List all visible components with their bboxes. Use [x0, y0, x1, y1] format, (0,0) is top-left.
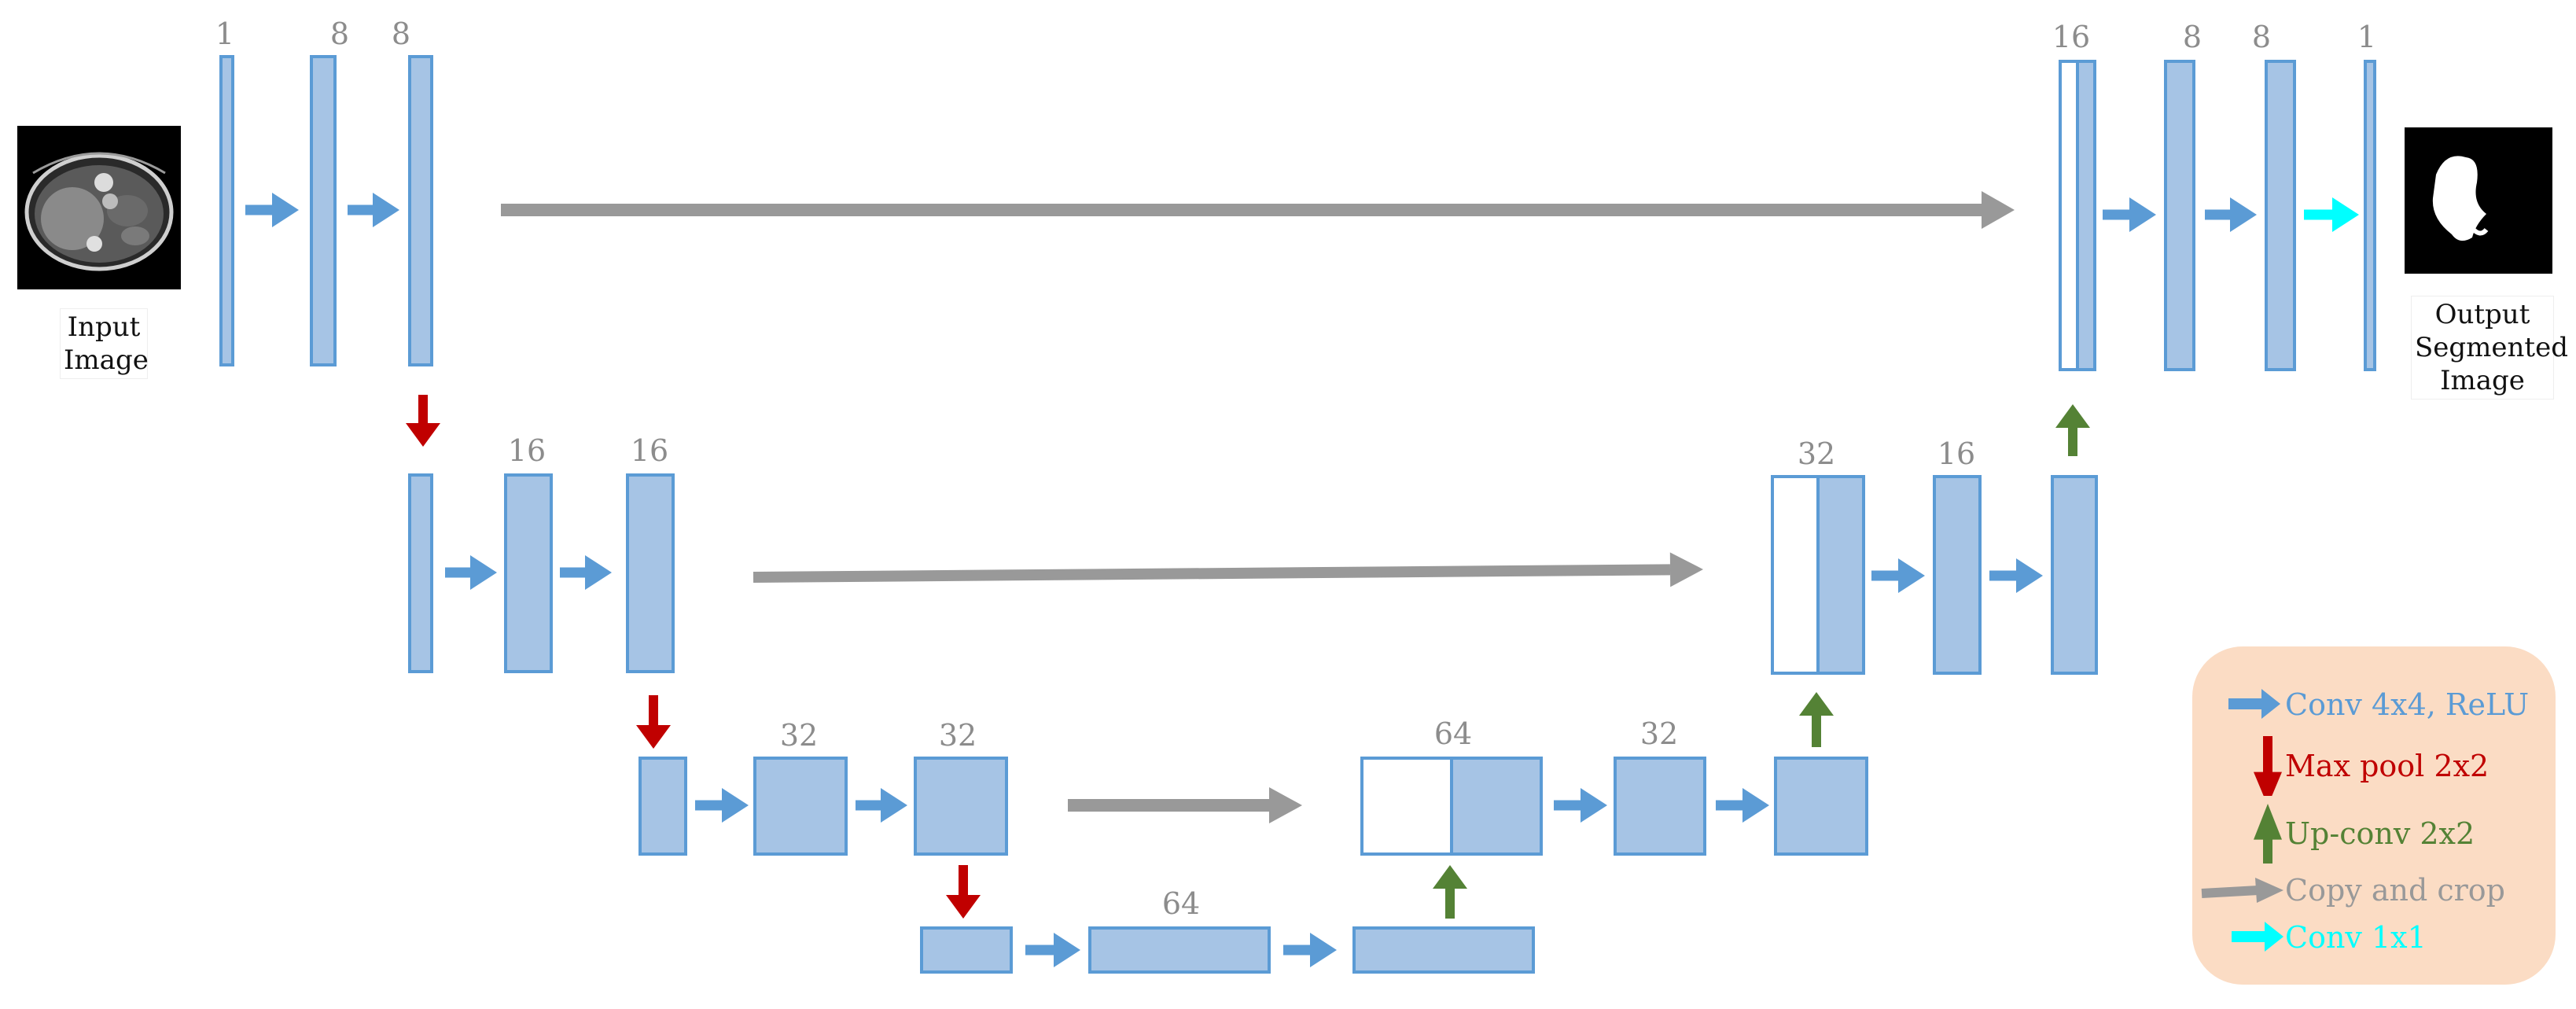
maxpool-arrow-3: [946, 865, 981, 919]
dec2-copied-block: [1771, 475, 1820, 675]
conv-arrow-enc3-2: [856, 788, 907, 823]
dec3-block-2: [1614, 757, 1706, 856]
channel-label-enc3-b: 32: [938, 718, 977, 753]
copy-crop-arrow-level1: [501, 191, 2015, 229]
enc2-block-2: [504, 473, 553, 673]
dec3-block-1: [1450, 757, 1543, 856]
legend-item-conv1x1: Conv 1x1: [2192, 914, 2556, 961]
bottleneck-block-1: [920, 926, 1013, 974]
dec3-copied-block: [1360, 757, 1453, 856]
copy-crop-arrow-icon: [2201, 878, 2283, 903]
channel-label-bottleneck: 64: [1161, 886, 1201, 921]
legend-label-upconv: Up-conv 2x2: [2285, 816, 2475, 851]
channel-label-enc1-c: 8: [391, 17, 411, 51]
down-arrow-icon: [2254, 736, 2282, 796]
input-caption: Input Image: [60, 308, 149, 379]
channel-label-dec1-b: 8: [2182, 20, 2202, 54]
enc3-block-3: [914, 757, 1008, 856]
conv-arrow-dec1-1: [2103, 197, 2156, 232]
channel-label-dec1-c: 8: [2251, 20, 2272, 54]
output-caption-line-1: Output: [2434, 299, 2530, 330]
enc3-block-1: [638, 757, 687, 856]
legend-label-maxpool: Max pool 2x2: [2285, 749, 2490, 783]
input-caption-line-1: Input: [67, 311, 141, 343]
enc1-block-2: [310, 55, 337, 366]
conv-arrow-bottleneck-1: [1025, 933, 1080, 967]
dec1-copied-block: [2059, 60, 2079, 371]
channel-label-dec3-b: 32: [1639, 716, 1679, 751]
conv-arrow-dec1-2: [2205, 197, 2257, 232]
conv-arrow-icon: [2228, 689, 2280, 719]
legend-label-conv: Conv 4x4, ReLU: [2285, 687, 2530, 722]
input-caption-line-2: Image: [64, 344, 149, 376]
conv-arrow-dec2-2: [1989, 558, 2043, 593]
legend: Conv 4x4, ReLU Max pool 2x2 Up-conv 2x2 …: [2192, 646, 2556, 985]
conv-arrow-dec3-2: [1716, 788, 1769, 823]
legend-item-maxpool: Max pool 2x2: [2192, 736, 2556, 796]
maxpool-arrow-2: [636, 695, 671, 749]
legend-label-conv1x1: Conv 1x1: [2285, 920, 2427, 955]
dec2-block-1: [1816, 475, 1865, 675]
enc2-block-3: [626, 473, 675, 673]
legend-label-copy: Copy and crop: [2285, 873, 2506, 908]
conv-arrow-enc1-2: [348, 193, 399, 227]
channel-label-dec3-a: 64: [1433, 716, 1473, 751]
dec2-block-2: [1933, 475, 1982, 675]
conv-arrow-enc2-2: [560, 555, 612, 590]
output-caption: Output Segmented Image: [2411, 296, 2568, 400]
channel-label-dec1-d: 1: [2357, 20, 2377, 54]
enc1-block-1: [219, 55, 234, 366]
legend-item-upconv: Up-conv 2x2: [2192, 804, 2556, 864]
upconv-arrow-2: [1799, 692, 1834, 747]
output-caption-line-2: Segmented: [2415, 332, 2568, 363]
channel-label-enc1-a: 1: [215, 17, 235, 51]
channel-label-enc2-a: 16: [507, 433, 546, 468]
conv-arrow-dec2-1: [1871, 558, 1925, 593]
legend-item-copy: Copy and crop: [2192, 867, 2556, 914]
conv-arrow-enc1-1: [245, 193, 299, 227]
channel-label-enc1-b: 8: [329, 17, 350, 51]
maxpool-arrow-1: [406, 395, 440, 447]
channel-label-dec1-a: 16: [2052, 20, 2091, 54]
channel-label-dec2-a: 32: [1797, 436, 1836, 471]
output-caption-line-3: Image: [2440, 365, 2525, 396]
conv-arrow-enc2-1: [445, 555, 497, 590]
conv1x1-arrow-icon: [2232, 922, 2283, 952]
dec1-block-1: [2076, 60, 2096, 371]
channel-label-enc3-a: 32: [779, 718, 819, 753]
input-ct-image: [17, 126, 181, 289]
dec2-block-3: [2051, 475, 2098, 675]
legend-item-conv: Conv 4x4, ReLU: [2192, 681, 2556, 728]
conv-arrow-dec3-1: [1554, 788, 1607, 823]
bottleneck-block-2: [1088, 926, 1271, 974]
dec1-block-2: [2164, 60, 2195, 371]
conv1x1-arrow: [2304, 197, 2359, 232]
conv-arrow-enc3-1: [695, 788, 749, 823]
upconv-arrow-1: [1433, 865, 1467, 919]
enc1-block-3: [408, 55, 433, 366]
dec1-block-3: [2265, 60, 2296, 371]
channel-label-enc2-b: 16: [630, 433, 669, 468]
channel-label-dec2-b: 16: [1937, 436, 1976, 471]
copy-crop-arrow-level3: [1068, 787, 1302, 823]
output-segmented-image: [2405, 127, 2552, 274]
dec1-block-4: [2364, 60, 2376, 371]
conv-arrow-bottleneck-2: [1283, 933, 1337, 967]
copy-crop-arrow-level2: [753, 552, 1703, 587]
up-arrow-icon: [2254, 804, 2282, 864]
dec3-block-3: [1774, 757, 1868, 856]
enc2-block-1: [408, 473, 433, 673]
bottleneck-block-3: [1352, 926, 1535, 974]
enc3-block-2: [753, 757, 848, 856]
upconv-arrow-3: [2055, 404, 2090, 456]
